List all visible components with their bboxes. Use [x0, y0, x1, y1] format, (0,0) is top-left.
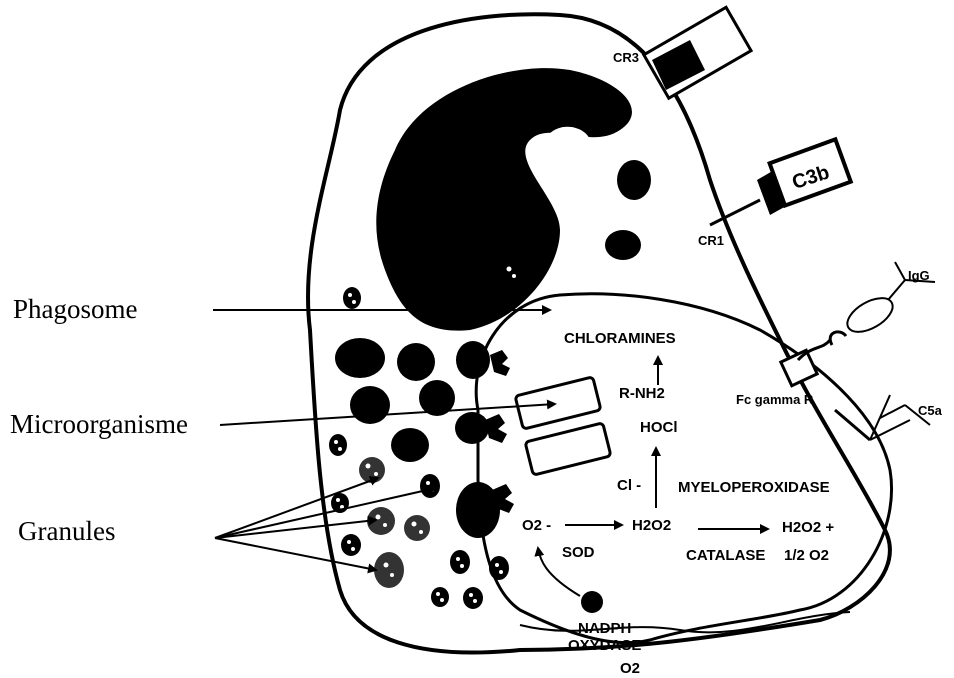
label-cr3: CR3	[613, 50, 639, 65]
cr3-receptor	[644, 7, 751, 98]
label-cl: Cl -	[617, 477, 641, 494]
label-fc-gamma-r: Fc gamma R	[736, 392, 814, 407]
label-o2-minus: O2 -	[522, 517, 551, 534]
label-igg: IgG	[908, 268, 930, 283]
label-granules: Granules	[18, 516, 115, 546]
c5a-receptor	[835, 395, 930, 440]
label-chloramines: CHLORAMINES	[564, 330, 676, 347]
label-o2: O2	[620, 660, 640, 677]
label-sod: SOD	[562, 544, 595, 561]
label-nadph: NADPH	[578, 620, 631, 637]
label-microorganisme: Microorganisme	[10, 409, 188, 439]
label-half-o2: 1/2 O2	[784, 547, 829, 564]
label-h2o2-plus: H2O2 +	[782, 519, 834, 536]
label-c5a: C5a	[918, 403, 943, 418]
label-r-nh2: R-NH2	[619, 385, 665, 402]
label-oxydase: OXYDASE	[568, 637, 641, 654]
nucleus	[376, 68, 632, 331]
microorganisms	[515, 377, 611, 475]
label-hocl: HOCl	[640, 419, 678, 436]
label-cr1: CR1	[698, 233, 724, 248]
label-myeloperoxidase: MYELOPEROXIDASE	[678, 479, 830, 496]
label-phagosome: Phagosome	[13, 294, 138, 324]
nadph-oxydase-dot	[581, 591, 603, 613]
label-h2o2: H2O2	[632, 517, 671, 534]
label-catalase: CATALASE	[686, 547, 765, 564]
